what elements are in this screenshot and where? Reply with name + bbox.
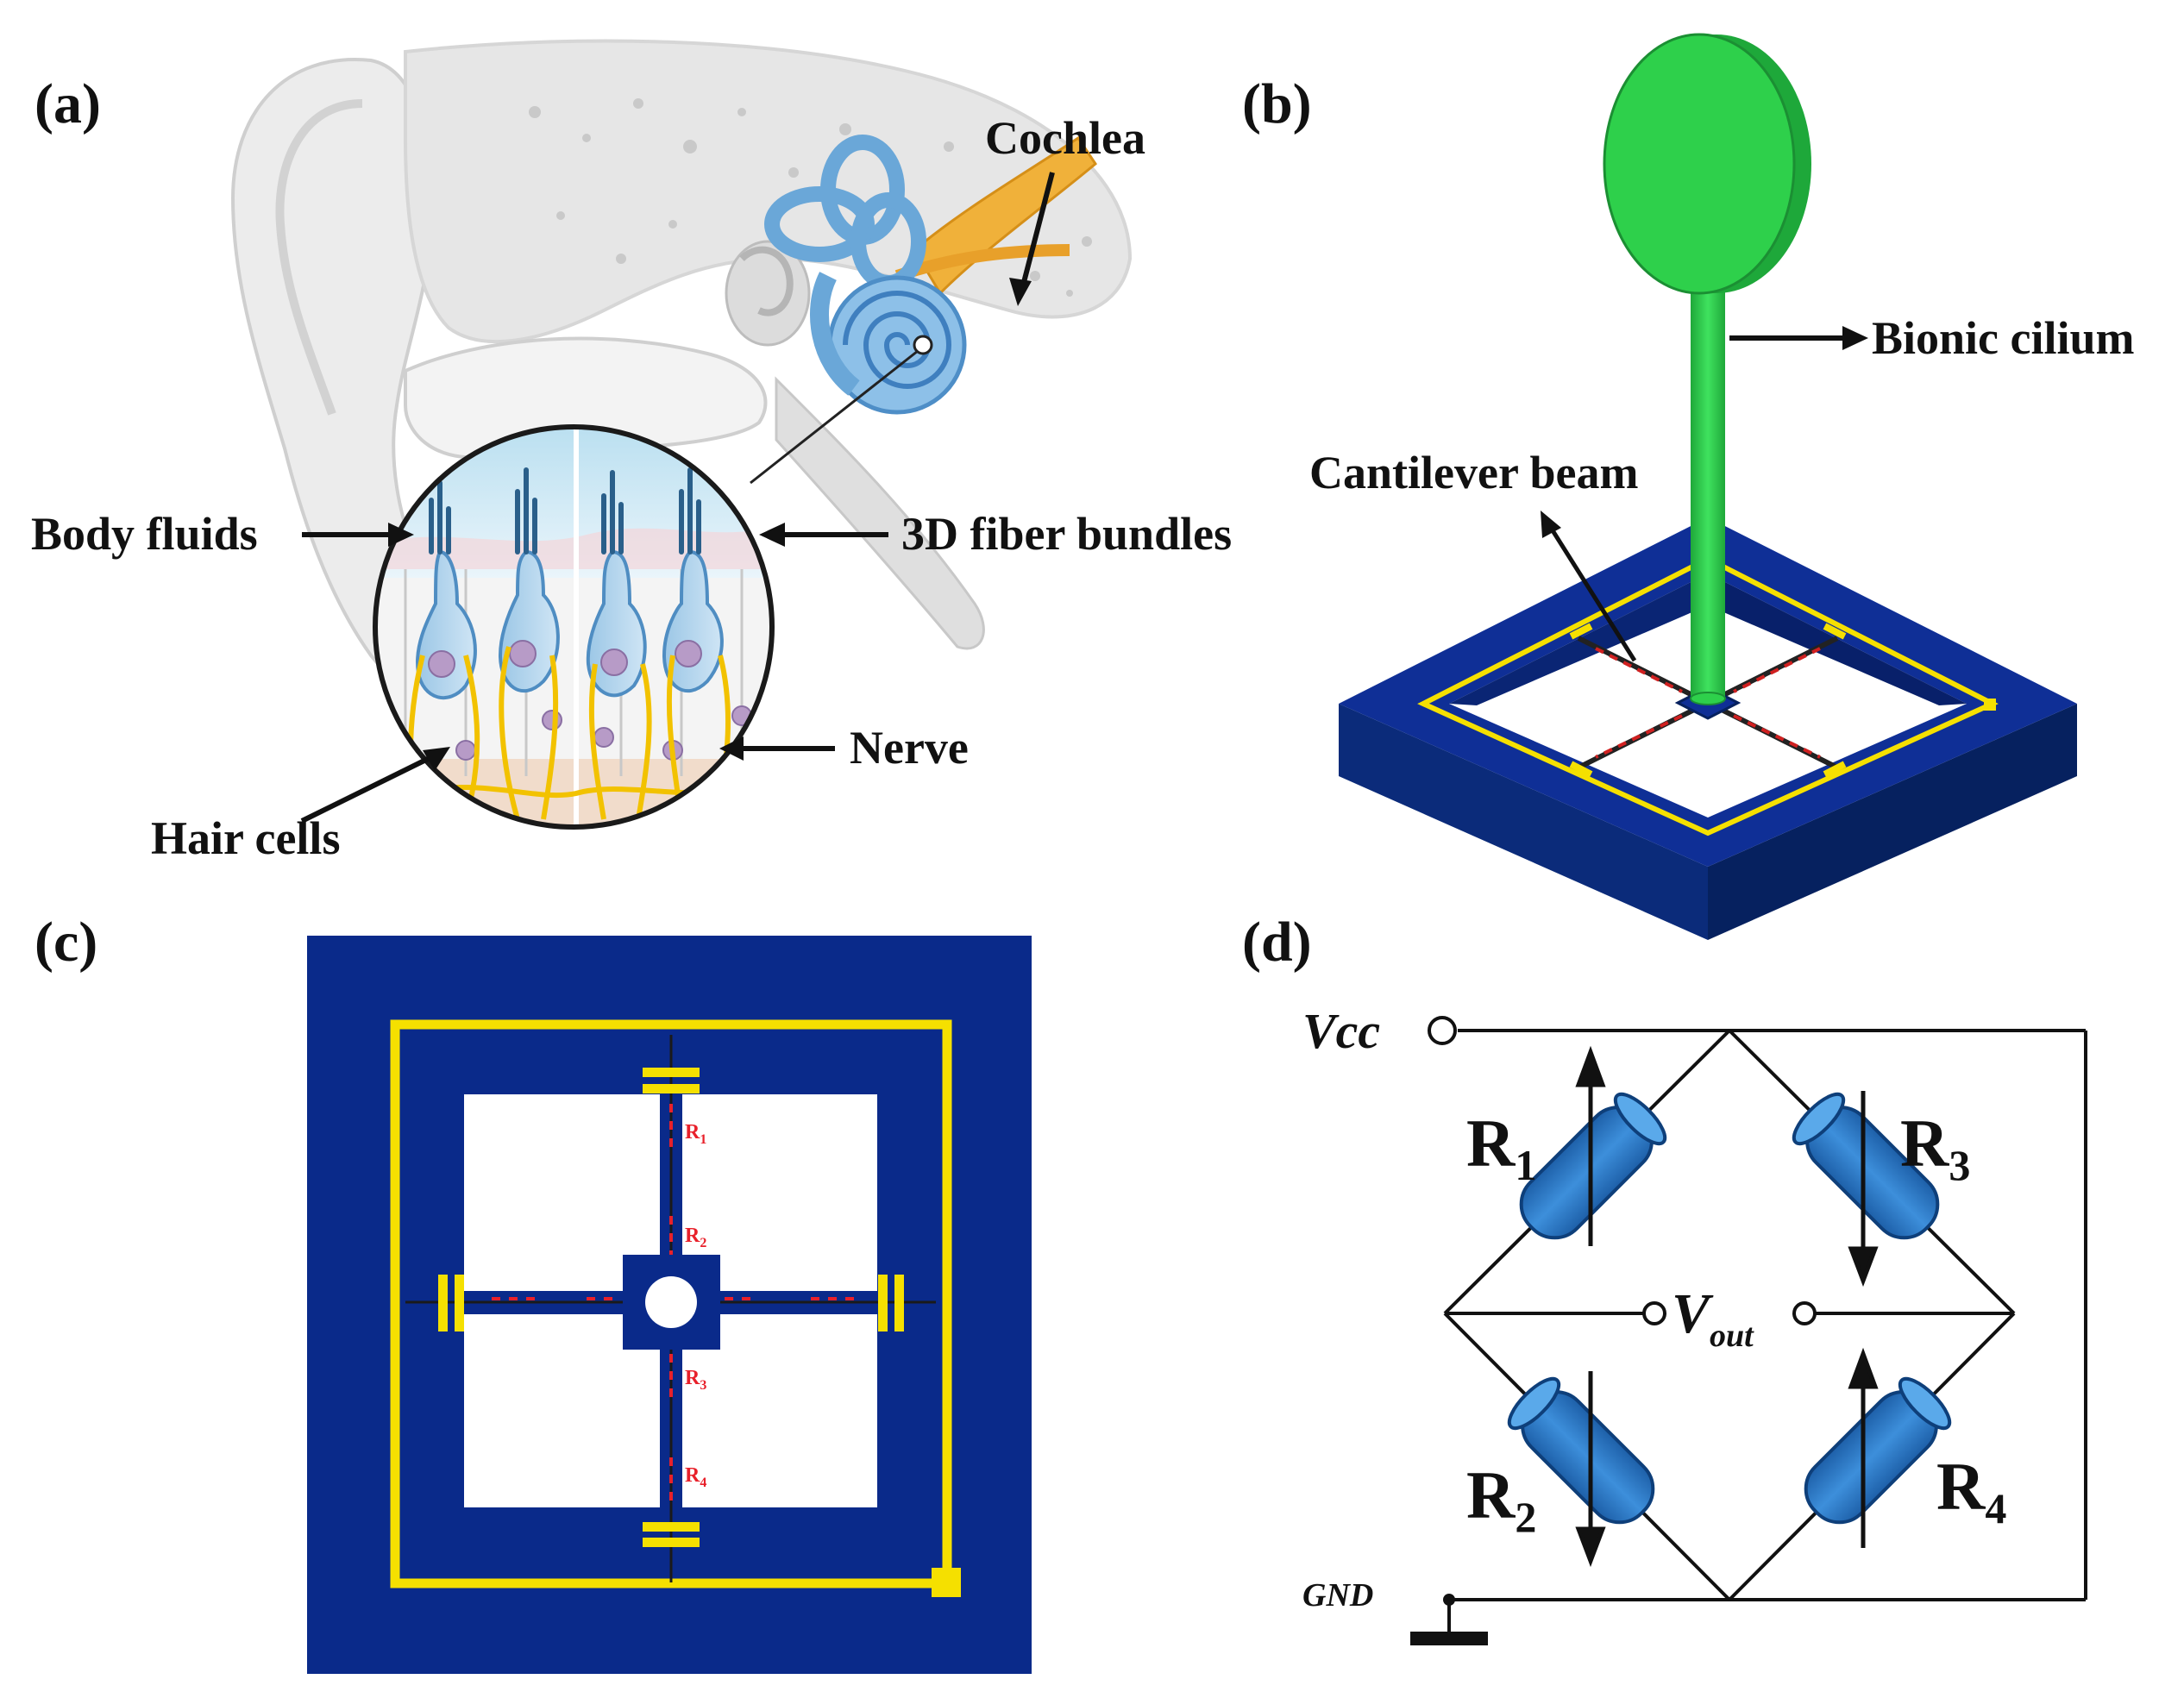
panel-c: (c) (35, 911, 1032, 1674)
substrate-left-face (1339, 704, 1708, 940)
label-3d-fiber-bundles: 3D fiber bundles (901, 508, 1232, 560)
panel-a-annotations: Cochlea Body fluids 3D fiber bundles Ner… (31, 112, 1232, 864)
label-cochlea: Cochlea (985, 112, 1145, 164)
stereocilia (429, 467, 701, 555)
resistor-labels-top-view: R1 R2 R3 R4 (685, 1121, 706, 1490)
label-cantilever-beam: Cantilever beam (1309, 447, 1638, 498)
substrate-right-face (1708, 704, 2077, 940)
sensor-top-view: R1 R2 R3 R4 (307, 936, 1032, 1674)
panel-b-letter: (b) (1242, 72, 1312, 135)
ear-canal (404, 336, 768, 460)
vout-terminal-left (1642, 1301, 1666, 1325)
hair-cell-bubble (373, 424, 775, 830)
sensor-3d-render (1339, 33, 2077, 940)
label-r4: R4 (1936, 1449, 2006, 1532)
resistor-r3 (1792, 1092, 1940, 1240)
label-r1-top: R1 (685, 1121, 706, 1147)
label-nerve: Nerve (850, 722, 969, 774)
label-r1: R1 (1466, 1106, 1536, 1189)
cochlea-focus-marker (913, 335, 933, 355)
label-r2: R2 (1466, 1457, 1536, 1541)
arrow-down-r2 (1575, 1526, 1606, 1568)
label-r4-top: R4 (685, 1464, 706, 1490)
label-r2-top: R2 (685, 1225, 706, 1250)
label-body-fluids: Body fluids (31, 508, 258, 560)
cochlea-icon (810, 272, 967, 415)
gnd-node (1443, 1594, 1455, 1606)
beam-end-pads (438, 1068, 904, 1547)
panel-d-letter: (d) (1242, 911, 1312, 974)
cilium-stem (1691, 285, 1725, 699)
panel-c-letter: (c) (35, 911, 97, 974)
label-r3: R3 (1900, 1106, 1970, 1189)
ossicles (739, 246, 794, 316)
label-vout: Vout (1672, 1282, 1754, 1354)
panel-d: (d) (1242, 911, 2087, 1645)
pinna-inner-fold (275, 99, 363, 416)
bridge-resistors (1507, 1092, 1952, 1525)
arrowhead-bionic-cilium (1842, 326, 1868, 350)
label-bionic-cilium: Bionic cilium (1872, 312, 2135, 364)
arrow-up-r1 (1575, 1045, 1606, 1087)
resistor-r2 (1507, 1376, 1655, 1525)
panel-b: (b) (1242, 33, 2135, 940)
bond-pads (1569, 623, 1847, 778)
piezoresistor-marks (492, 1104, 854, 1501)
panel-a: (a) (31, 39, 1232, 864)
gold-frame-trace (390, 1019, 952, 1588)
wheatstone-bridge (1443, 1029, 2087, 1632)
cochlea-callout-line (750, 349, 919, 485)
arrowhead-hair-cells (423, 747, 450, 771)
ground-symbol (1410, 1632, 1488, 1645)
resistor-r4 (1804, 1376, 1952, 1525)
label-hair-cells: Hair cells (151, 812, 340, 864)
circuit-labels: Vcc GND Vout R1 R3 R2 R4 (1302, 1003, 2006, 1613)
arrowhead-cochlea (1009, 278, 1032, 306)
cilium-hole (645, 1276, 697, 1328)
arrow-up-r4 (1848, 1347, 1879, 1389)
arrowhead-nerve (719, 736, 744, 761)
arrow-down-r3 (1848, 1246, 1879, 1288)
vcc-terminal (1428, 1016, 1457, 1045)
cilium-disk (1603, 33, 1811, 295)
variation-arrows (1575, 1045, 1879, 1568)
resistor-r1 (1519, 1092, 1667, 1240)
label-vcc: Vcc (1302, 1003, 1380, 1059)
arrowhead-cantilever-beam (1541, 511, 1561, 538)
panel-b-annotations: Bionic cilium Cantilever beam (1309, 312, 2135, 662)
label-r3-top: R3 (685, 1367, 706, 1393)
gold-corner-pad (932, 1568, 961, 1597)
label-gnd: GND (1302, 1577, 1373, 1613)
arrowhead-3d-fiber-bundles (759, 523, 785, 547)
panel-a-letter: (a) (35, 72, 101, 135)
arrowhead-body-fluids (388, 523, 414, 547)
vout-terminal-right (1792, 1301, 1817, 1325)
